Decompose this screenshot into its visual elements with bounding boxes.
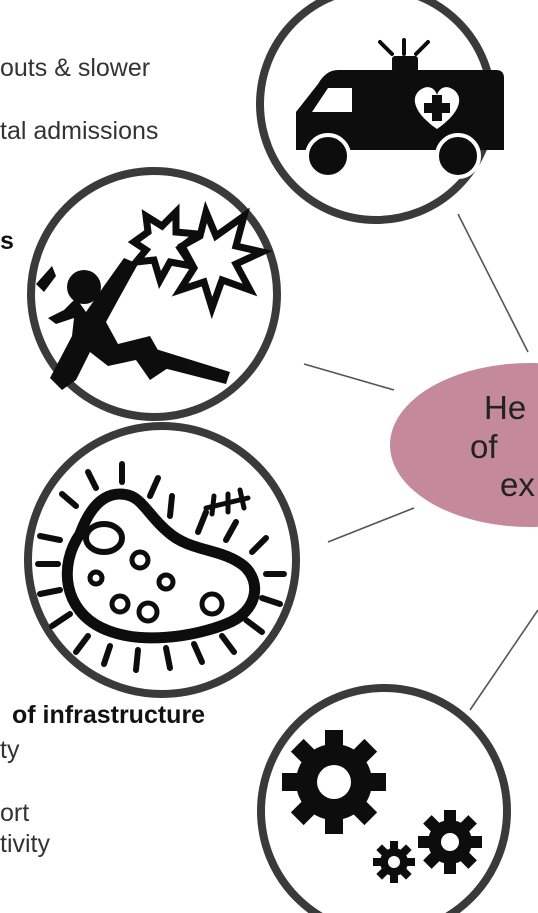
accident-node: [27, 167, 281, 421]
ambulance-text-line-1: outs & slower: [0, 54, 151, 82]
ambulance-text-line-2: tal admissions: [0, 117, 159, 145]
connector-bacteria: [327, 507, 415, 543]
gears-node: [257, 684, 511, 913]
center-label-line-3: ex: [500, 466, 535, 503]
injury-heading: s: [0, 227, 14, 255]
gears-ring: [257, 684, 511, 913]
connector-ambulance: [457, 213, 529, 353]
center-ellipse: [390, 363, 538, 527]
connectors: [303, 213, 538, 711]
bacteria-node: [24, 422, 300, 698]
center-label-line-1: He: [484, 389, 527, 426]
ambulance-icon: [296, 38, 504, 179]
connector-accident: [303, 363, 395, 391]
infrastructure-text-line-3: tivity: [0, 830, 50, 858]
infrastructure-text-line-1: ty: [0, 736, 20, 764]
infrastructure-heading: of infrastructure: [12, 701, 206, 729]
infrastructure-text-line-2: ort: [0, 799, 30, 827]
accident-icon: [36, 200, 273, 390]
connector-gears: [469, 609, 538, 711]
gears-icon: [282, 730, 482, 883]
bacteria-icon: [35, 461, 287, 673]
center-label-line-2: of: [470, 428, 498, 465]
ambulance-node: [256, 0, 504, 224]
